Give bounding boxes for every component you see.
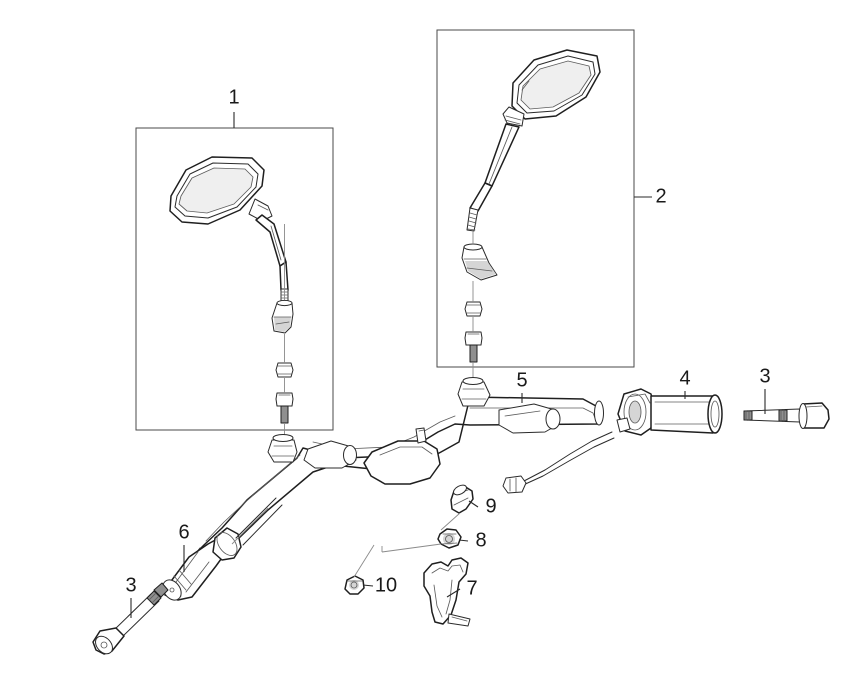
part-handlebar	[195, 377, 615, 569]
callout-numbers: 1 2 3 3 4 5 6 7 8 9 10	[125, 86, 770, 599]
callout-6: 6	[178, 521, 189, 543]
callout-9: 9	[485, 495, 496, 517]
callout-7: 7	[466, 577, 477, 599]
callout-4: 4	[679, 367, 690, 389]
leader-lines	[130, 389, 766, 618]
callout-3a: 3	[759, 365, 770, 387]
callout-1: 1	[228, 86, 239, 108]
part-bar-end-weight-left	[92, 582, 169, 655]
part-washer-nut	[344, 575, 365, 595]
part-mirror-assembly-right	[461, 49, 601, 384]
callout-8: 8	[475, 529, 486, 551]
group-box-2	[436, 29, 652, 368]
part-nut	[437, 528, 462, 549]
callout-5: 5	[516, 369, 527, 391]
part-mirror-assembly-left	[169, 156, 294, 448]
part-bolt-pin	[450, 484, 474, 514]
callout-3b: 3	[125, 574, 136, 596]
part-left-grip	[162, 497, 283, 601]
group-box-1	[135, 112, 334, 431]
callout-10: 10	[375, 574, 397, 596]
part-bar-end-weight-right	[743, 402, 830, 429]
part-throttle-grip	[616, 388, 723, 436]
part-clamp-bracket	[423, 557, 471, 627]
callout-2: 2	[655, 185, 666, 207]
